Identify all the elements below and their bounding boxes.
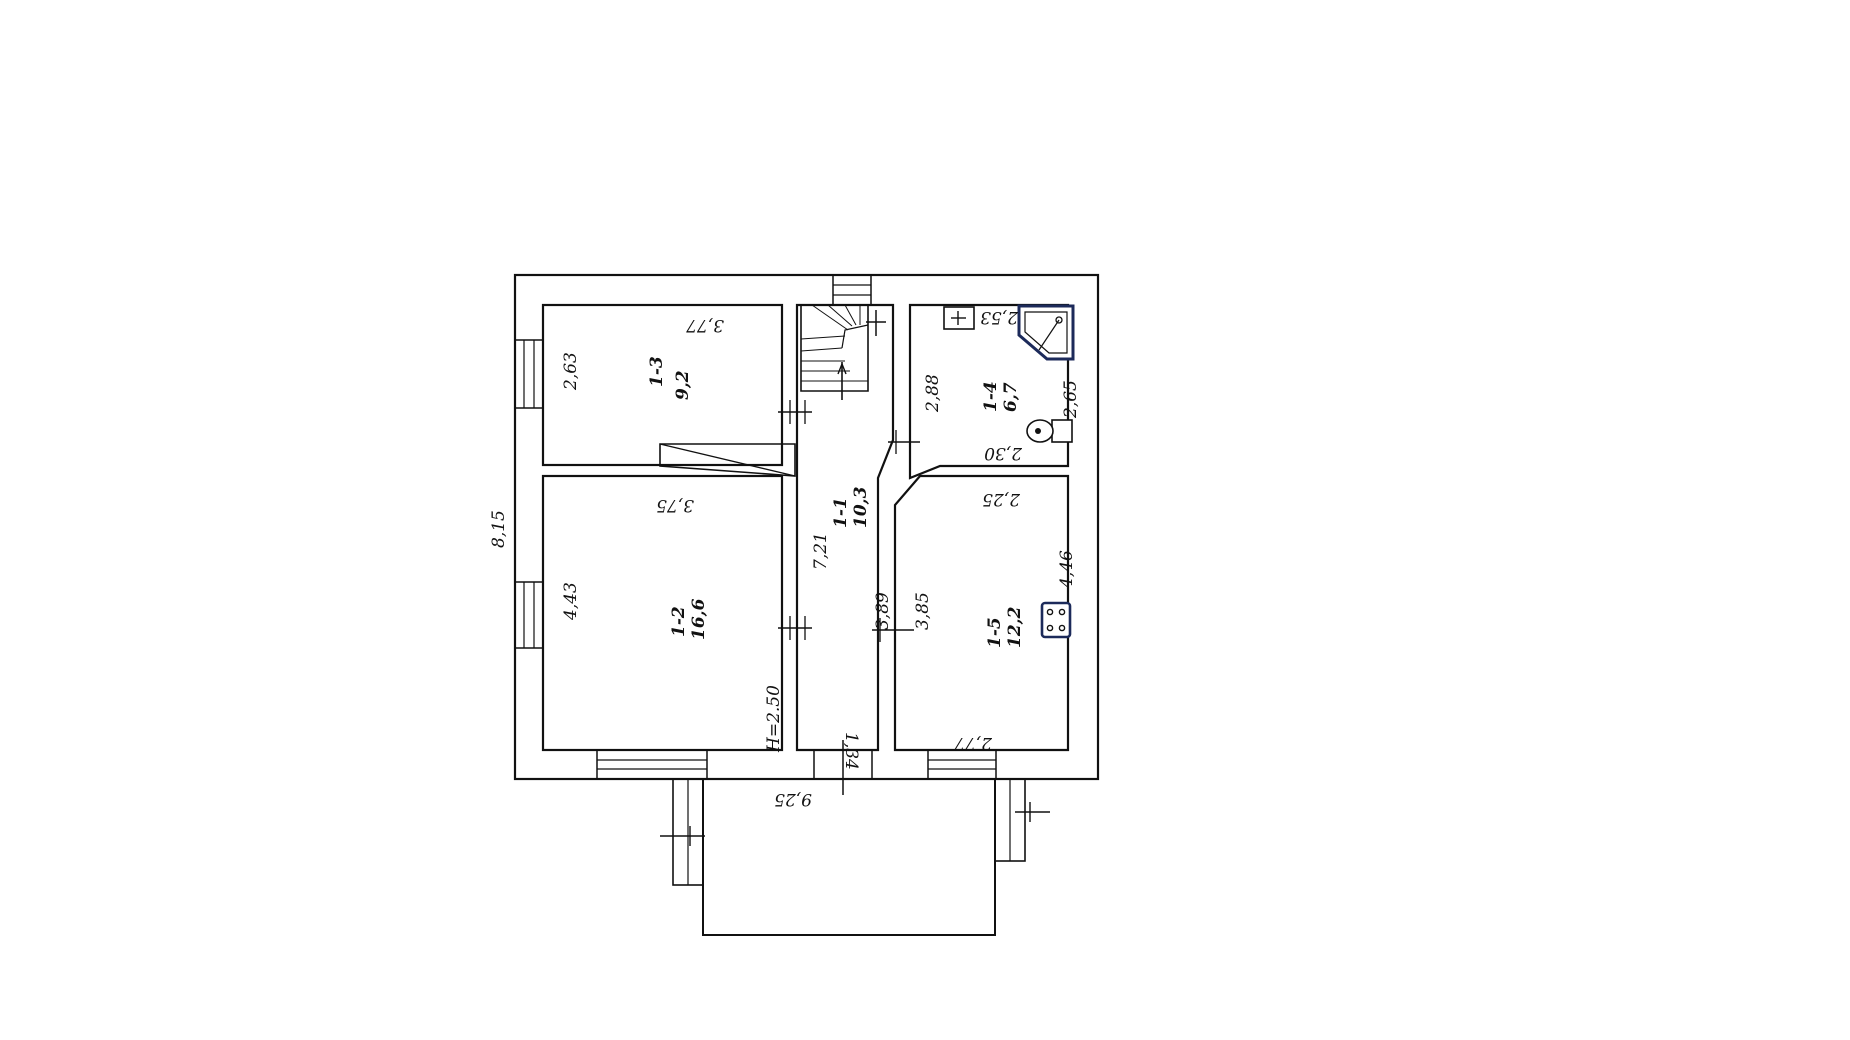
room-1-4-dim-top: 2,53 xyxy=(980,307,1019,327)
room-1-1-dim-inner: 3,89 xyxy=(873,592,893,630)
room-1-3-id: 1-3 xyxy=(647,356,667,387)
door-swing xyxy=(659,443,796,477)
room-1-2-id: 1-2 xyxy=(669,606,689,637)
room-1-5-dim-top: 2,25 xyxy=(982,489,1021,509)
porch xyxy=(660,778,1050,936)
room-1-4-dim-bottom: 2,30 xyxy=(984,443,1023,463)
sink-icon xyxy=(943,306,975,330)
window-bottom-left xyxy=(596,749,708,780)
room-1-5-dim-right: 4,46 xyxy=(1057,550,1077,589)
window-left-upper xyxy=(514,339,544,409)
room-1-3-dim-left: 2,63 xyxy=(561,352,581,391)
room-1-4-dim-right: 2,65 xyxy=(1061,380,1081,419)
shower-icon xyxy=(1017,304,1075,361)
room-1-5-dim-bottom: 2,77 xyxy=(954,733,993,753)
room-1-5-area: 12,2 xyxy=(1005,606,1025,648)
room-1-5-id: 1-5 xyxy=(985,617,1005,648)
window-left-lower xyxy=(514,581,544,649)
room-1-4-area: 6,7 xyxy=(1001,382,1021,412)
room-1-5-dim-left: 3,85 xyxy=(913,592,933,630)
ceiling-height: H=2.50 xyxy=(764,685,784,753)
stove-icon xyxy=(1040,601,1072,639)
window-top xyxy=(832,274,872,306)
room-1-1-outline xyxy=(795,303,895,752)
toilet-icon xyxy=(1026,419,1073,443)
room-outlines xyxy=(541,303,1070,752)
stair-icon xyxy=(800,304,886,400)
room-1-1-dim-length: 7,21 xyxy=(811,532,831,570)
overall-height: 8,15 xyxy=(489,510,509,548)
room-1-1-id: 1-1 xyxy=(831,497,851,528)
room-1-2-dim-top: 3,75 xyxy=(656,495,694,515)
overall-width: 9,25 xyxy=(774,789,812,809)
door-marks xyxy=(778,400,920,642)
room-1-2-area: 16,6 xyxy=(689,598,709,640)
room-1-3-dim-top: 3,77 xyxy=(686,315,724,335)
window-bottom-right xyxy=(927,749,997,780)
room-1-1-area: 10,3 xyxy=(851,486,871,528)
room-1-4-dim-left: 2,88 xyxy=(923,374,943,413)
room-1-3-area: 9,2 xyxy=(673,370,693,400)
room-1-1-dim-bottom: 1,34 xyxy=(841,732,861,770)
room-1-4-id: 1-4 xyxy=(981,381,1001,412)
room-1-2-dim-left: 4,43 xyxy=(561,582,581,621)
windows xyxy=(514,274,997,780)
